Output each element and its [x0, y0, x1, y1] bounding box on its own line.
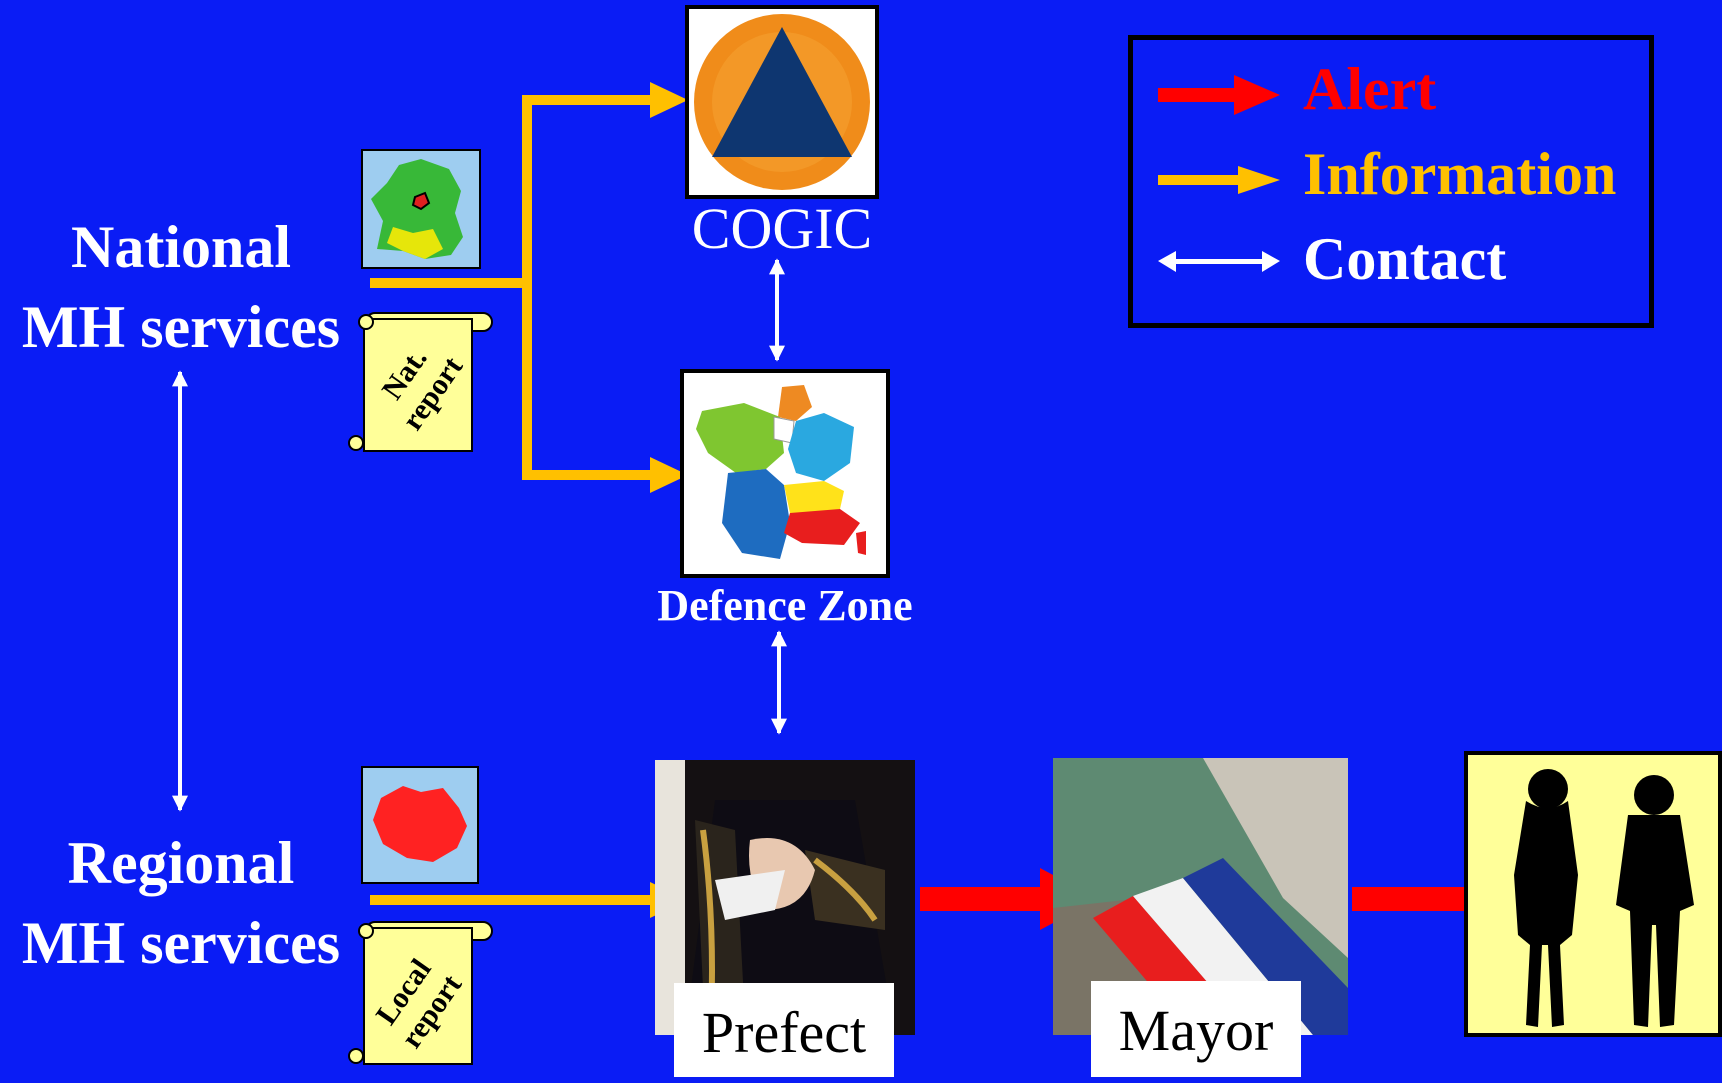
region-map-icon: [361, 766, 479, 884]
france-map-icon: [361, 149, 481, 269]
cogic-label: COGIC: [691, 196, 873, 261]
nat-report-scroll: Nat. report: [344, 305, 494, 455]
mayor-label: Mayor: [1091, 981, 1301, 1077]
legend-information-arrow: [1158, 166, 1280, 194]
information-arrow-national: [370, 82, 688, 493]
legend-information-label: Information: [1303, 141, 1617, 207]
national-mh-services-label: National MH services: [21, 214, 341, 360]
person-silhouette-icon: [1514, 769, 1578, 1027]
cogic-logo: [685, 5, 879, 199]
regional-mh-services-label: Regional MH services: [21, 830, 341, 976]
public-silhouettes: [1464, 751, 1722, 1037]
legend-alert-label: Alert: [1303, 56, 1437, 122]
person-silhouette-icon-2: [1616, 775, 1694, 1027]
defence-zone-label: Defence Zone: [657, 581, 913, 630]
legend-contact-arrow: [1158, 251, 1280, 272]
legend-contact-label: Contact: [1303, 226, 1507, 292]
defence-zone-map: [680, 369, 890, 578]
information-arrow-regional: [370, 882, 688, 918]
legend-box: Alert Information Contact: [1128, 35, 1654, 328]
local-report-scroll: Local report: [344, 920, 494, 1070]
prefect-label: Prefect: [674, 983, 894, 1077]
legend-alert-arrow: [1158, 75, 1280, 115]
